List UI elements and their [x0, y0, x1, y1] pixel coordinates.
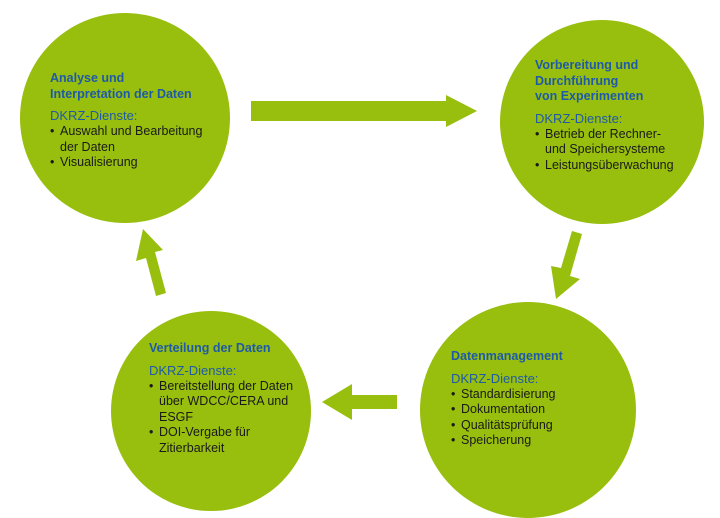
arrow-datenmanagement-to-verteilung: [322, 384, 397, 420]
node-title: Vorbereitung und Durchführung von Experi…: [535, 58, 644, 103]
service-list: Standardisierung Dokumentation Qualitäts…: [451, 387, 601, 449]
node-datenmanagement: Datenmanagement DKRZ-Dienste: Standardis…: [451, 349, 601, 449]
service-item: Standardisierung: [451, 387, 601, 403]
service-list: Auswahl und Bearbeitung der Daten Visual…: [50, 124, 225, 171]
service-list: Betrieb der Rechner- und Speichersysteme…: [535, 127, 705, 174]
arrow-analyse-to-vorbereitung: [251, 95, 477, 127]
arrow-verteilung-to-analyse: [136, 229, 166, 296]
service-item: DOI-Vergabe für Zitierbarkeit: [149, 425, 299, 456]
service-item: Leistungsüberwachung: [535, 158, 705, 174]
service-item: Qualitätsprüfung: [451, 418, 601, 434]
service-item: Auswahl und Bearbeitung der Daten: [50, 124, 225, 155]
node-title: Verteilung der Daten: [149, 341, 271, 355]
service-item: Visualisierung: [50, 155, 225, 171]
node-subtitle: DKRZ-Dienste:: [50, 108, 138, 123]
node-subtitle: DKRZ-Dienste:: [451, 370, 539, 386]
arrow-vorbereitung-to-datenmanagement: [551, 231, 582, 299]
node-title: Datenmanagement: [451, 349, 563, 363]
node-vorbereitung: Vorbereitung und Durchführung von Experi…: [535, 58, 705, 173]
service-item: Dokumentation: [451, 402, 601, 418]
node-circle-vorbereitung: [500, 20, 704, 224]
service-item: Bereitstellung der Daten über WDCC/CERA …: [149, 379, 299, 426]
node-subtitle: DKRZ-Dienste:: [535, 110, 623, 126]
service-item: Betrieb der Rechner- und Speichersysteme: [535, 127, 705, 158]
node-subtitle: DKRZ-Dienste:: [149, 362, 237, 378]
node-verteilung: Verteilung der Daten DKRZ-Dienste: Berei…: [149, 341, 299, 456]
service-item: Speicherung: [451, 433, 601, 449]
node-analyse: Analyse und Interpretation der Daten DKR…: [50, 71, 225, 171]
node-circle-analyse: [20, 13, 230, 223]
service-list: Bereitstellung der Daten über WDCC/CERA …: [149, 379, 299, 457]
node-title: Analyse und Interpretation der Daten: [50, 71, 192, 101]
